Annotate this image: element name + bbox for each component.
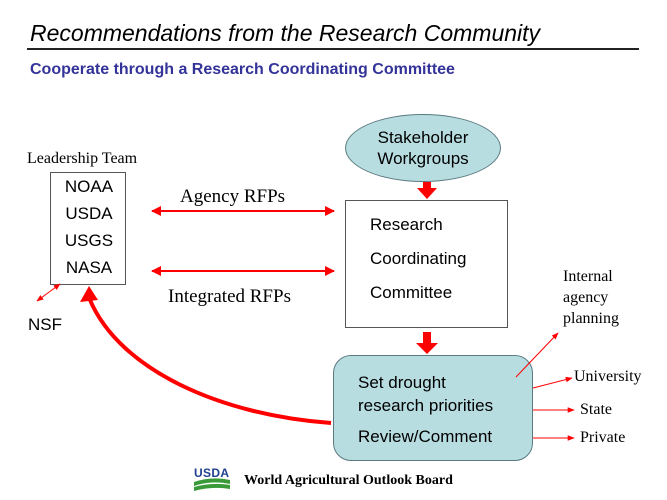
committee-line-2: Coordinating: [370, 249, 467, 268]
usda-logo-icon: USDA: [194, 466, 230, 491]
feedback-curve-arrow: [88, 299, 332, 425]
agency-rfps-label: Agency RFPs: [180, 186, 286, 207]
title-divider: [27, 48, 639, 50]
leadership-team-box: NOAA USDA USGS NASA: [50, 172, 126, 285]
priorities-line-1: Set drought: [358, 373, 446, 392]
stakeholder-workgroups-node: Stakeholder Workgroups: [345, 114, 501, 182]
agency-usda: USDA: [65, 204, 113, 223]
drought-priorities-node: Set drought research priorities Review/C…: [333, 355, 533, 461]
page-title: Recommendations from the Research Commun…: [30, 20, 541, 46]
stakeholder-line-2: Workgroups: [377, 149, 469, 168]
agency-usgs: USGS: [64, 231, 114, 250]
private-label: Private: [580, 429, 626, 446]
stakeholder-to-committee-arrow: [417, 182, 437, 199]
internal-line-3: planning: [563, 310, 619, 327]
internal-line-1: Internal: [563, 268, 613, 285]
leadership-team-label: Leadership Team: [27, 150, 138, 167]
committee-line-1: Research: [370, 215, 443, 234]
feedback-arrowhead: [80, 286, 98, 302]
university-arrow: [532, 376, 573, 389]
page-subtitle: Cooperate through a Research Coordinatin…: [30, 61, 455, 78]
nsf-label: NSF: [28, 315, 62, 334]
state-label: State: [580, 401, 612, 418]
stakeholder-line-1: Stakeholder: [377, 128, 469, 147]
research-coordinating-committee-node: Research Coordinating Committee: [345, 200, 508, 328]
priorities-line-2: research priorities: [358, 396, 494, 415]
nsf-arrow: [36, 283, 61, 302]
committee-to-priorities-arrow: [416, 332, 438, 354]
priorities-line-3: Review/Comment: [358, 427, 493, 446]
footer-organization: World Agricultural Outlook Board: [244, 473, 453, 488]
internal-line-2: agency: [563, 289, 609, 306]
agency-nasa: NASA: [65, 258, 113, 277]
internal-agency-planning-label: Internal agency planning: [563, 266, 619, 329]
usda-logo-text: USDA: [194, 466, 229, 480]
agency-noaa: NOAA: [64, 177, 114, 196]
committee-line-3: Committee: [370, 283, 453, 302]
integrated-rfps-label: Integrated RFPs: [168, 286, 291, 307]
university-label: University: [574, 368, 642, 385]
